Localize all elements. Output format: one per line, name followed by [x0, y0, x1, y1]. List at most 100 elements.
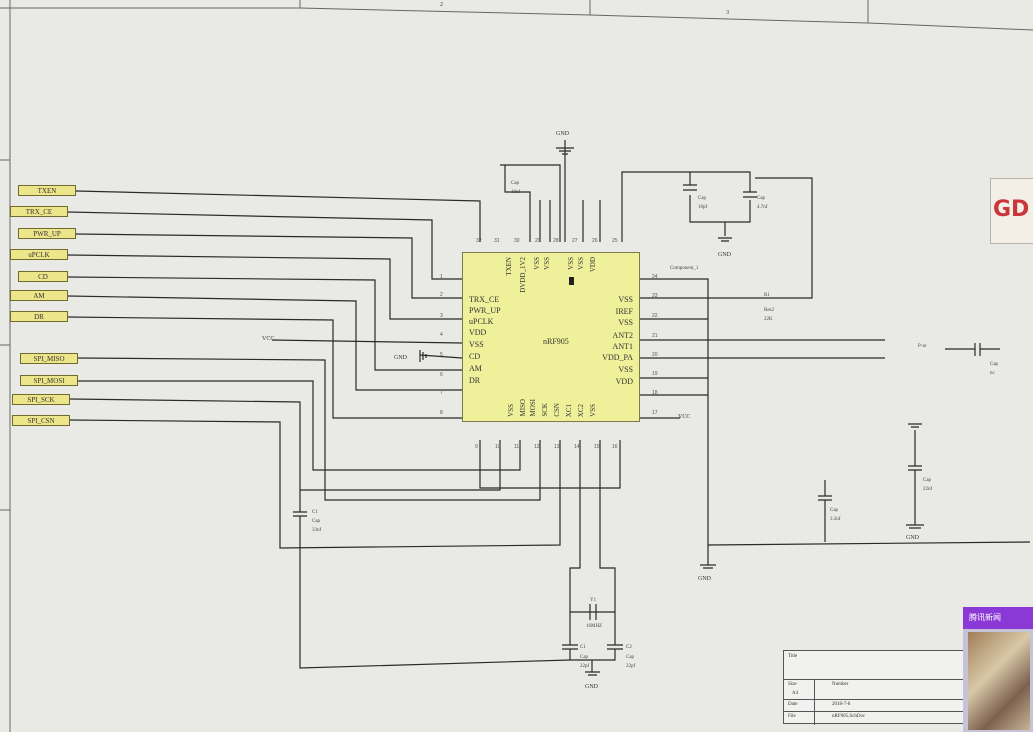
port-spi-mosi[interactable]: SPI_MOSI [20, 375, 78, 386]
c1-name: Cap [312, 519, 321, 524]
chip-pin-label-vss-27: VSS [567, 257, 575, 270]
tencent-news-overlay[interactable]: 腾讯新闻 [963, 607, 1033, 732]
pin-num-4: 4 [440, 332, 443, 338]
chip-pin-label-xc2: XC2 [577, 403, 585, 417]
pin-num-28: 28 [553, 238, 559, 244]
pin-num-15: 15 [594, 444, 600, 450]
tencent-news-bar[interactable]: 腾讯新闻 [963, 607, 1033, 629]
chip-pin-label-csn: CSN [553, 403, 561, 417]
port-spi-sck[interactable]: SPI_SCK [12, 394, 70, 405]
pin-num-8: 8 [440, 410, 443, 416]
port-txen[interactable]: TXEN [18, 185, 76, 196]
pin-num-21: 21 [652, 333, 658, 339]
chip-pin-label-vss: VSS [469, 340, 484, 349]
chip-pin-label-cd: CD [469, 352, 481, 361]
chip-pin-label-vss-23: VSS [618, 295, 633, 304]
gnd-net-left: GND [394, 355, 407, 361]
gnd-net-tr: GND [718, 252, 731, 258]
chip-pin-label-vss-b: VSS [507, 404, 515, 417]
chip-pin-label-upclk: uPCLK [469, 317, 494, 326]
pin-num-19: 19 [652, 371, 658, 377]
chip-pin-label-dvdd: DVDD_1V2 [519, 257, 527, 293]
chip-pin-label-am: AM [469, 364, 482, 373]
title-block-date-val: 2018-7-8 [832, 702, 851, 707]
c-ant-value: nc [990, 371, 995, 376]
chip-pin-label-vdd-pa: VDD_PA [602, 353, 633, 362]
pin-num-2: 2 [440, 292, 443, 298]
chip-pin-label-sck: SCK [541, 403, 549, 417]
zone-label-2: 2 [440, 2, 443, 8]
pin-num-20: 20 [652, 352, 658, 358]
c-far-name: Cap [923, 478, 932, 483]
chip-pin-label-vdd-25: VDD [589, 257, 597, 273]
chip-pin-label-vdd: VDD [469, 328, 487, 337]
vcc-net-left: VCC [262, 336, 275, 342]
overlay-thumbnail[interactable] [968, 632, 1030, 730]
pin-num-25: 25 [612, 238, 618, 244]
pin-num-16: 16 [612, 444, 618, 450]
title-block-number: Number [832, 682, 849, 687]
gnd-net-xtal: GND [585, 684, 598, 690]
pin-num-26: 26 [592, 238, 598, 244]
chip-pin-label-vss-29: VSS [533, 257, 541, 270]
xtal-value: 16MHZ [586, 624, 603, 629]
port-cd[interactable]: CD [18, 271, 68, 282]
chip-pin-label-vss-28: VSS [543, 257, 551, 270]
pin-num-1: 1 [440, 274, 443, 280]
port-dr[interactable]: DR [10, 311, 68, 322]
c-right-name: Cap [830, 508, 839, 513]
zone-label-3: 3 [726, 10, 729, 16]
chip-pin-label-vss-16: VSS [589, 404, 597, 417]
xtal-ref: Y1 [590, 598, 597, 603]
pin-num-6: 6 [440, 372, 443, 378]
title-block: Title Size A4 Number Date 2018-7-8 File … [783, 650, 965, 725]
pin-num-29: 29 [535, 238, 541, 244]
c-far-value: 22nf [923, 487, 933, 492]
pin-num-27: 27 [572, 238, 578, 244]
c-x2-value: 22pf [626, 664, 636, 669]
chip-name: nRF905 [543, 337, 569, 346]
gnd-net-top: GND [556, 131, 569, 137]
pin-num-14: 14 [574, 444, 580, 450]
r1-value: 22K [764, 317, 773, 322]
port-upclk[interactable]: uPCLK [10, 249, 68, 260]
port-trx-ce[interactable]: TRX_CE [10, 206, 68, 217]
vcc-net-pin17: VCC [678, 414, 691, 420]
chip-pin-label-mosi: MOSI [529, 399, 537, 417]
chip-pin-label-ant1: ANT1 [612, 342, 633, 351]
pin-num-23: 23 [652, 293, 658, 299]
title-block-file: File [788, 714, 796, 719]
pin-num-17: 17 [652, 410, 658, 416]
pin-num-7: 7 [440, 390, 443, 396]
gnd-net-bottom: GND [698, 576, 711, 582]
chip-pin-label-pwr-up: PWR_UP [469, 306, 501, 315]
chip-pin-label-trx-ce: TRX_CE [469, 295, 500, 304]
port-spi-miso[interactable]: SPI_MISO [20, 353, 78, 364]
title-block-size-val: A4 [792, 691, 799, 696]
cap-tr2-value: 4.7nf [757, 205, 768, 210]
r1-name: Res2 [764, 308, 774, 313]
title-block-size: Size [788, 682, 797, 687]
pin-num-3: 3 [440, 313, 443, 319]
c1-ref: C1 [312, 510, 318, 515]
c-x1-ref: C1 [580, 645, 586, 650]
chip-pin-label-iref: IREF [615, 307, 633, 316]
chip-pin-label-vss-21: VSS [618, 318, 633, 327]
port-am[interactable]: AM [10, 290, 68, 301]
pin-num-22: 22 [652, 313, 658, 319]
cap-tr1-value: 10pf [698, 205, 708, 210]
c-x2-ref: C2 [626, 645, 632, 650]
pin1-marker [569, 277, 574, 285]
cap-top-name: Cap [511, 181, 520, 186]
gnd-net-right: GND [906, 535, 919, 541]
title-block-file-val: nRF905.SchDoc [832, 714, 866, 719]
nrf905-chip[interactable]: nRF905 TRX_CE PWR_UP uPCLK VDD VSS CD AM… [462, 252, 640, 422]
port-spi-csn[interactable]: SPI_CSN [12, 415, 70, 426]
port-pwr-up[interactable]: PWR_UP [18, 228, 76, 239]
pin-num-30: 30 [514, 238, 520, 244]
pin-num-5: 5 [440, 352, 443, 358]
c-x1-name: Cap [580, 655, 589, 660]
cap-top-value: 10nf [511, 190, 521, 195]
chip-pin-label-vss-26: VSS [577, 257, 585, 270]
